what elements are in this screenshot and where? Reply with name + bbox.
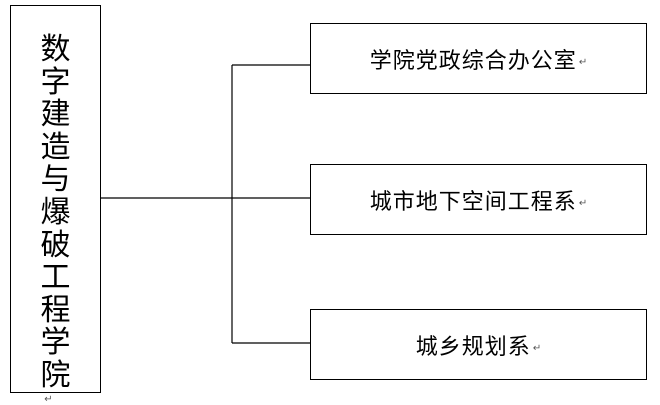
child-node-office: 学院党政综合办公室↵ [310,23,647,94]
root-node-char: 程 [40,292,71,328]
child-node-label: 学院党政综合办公室 [369,48,577,74]
root-node-char: 工 [40,260,71,296]
paragraph-mark: ↵ [44,393,53,405]
root-node-char: 造 [40,129,71,165]
root-node-box: 数 字 建 造 与 爆 破 工 程 学 院 ↵ [10,5,101,404]
root-node-char: 数 [40,32,71,67]
child-node-label: 城市地下空间工程系 [369,189,577,215]
paragraph-mark: ↵ [578,57,588,68]
root-node-char: 爆 [40,194,71,230]
root-node-char: 字 [40,64,71,100]
root-node-char: 破 [40,227,71,263]
child-node-underground: 城市地下空间工程系↵ [310,164,647,235]
paragraph-mark: ↵ [532,343,542,354]
paragraph-mark: ↵ [578,198,588,209]
root-node-char: 建 [40,97,71,133]
root-node-char: 学 [40,325,71,361]
root-node-char: 院 [40,357,71,393]
child-node-label: 城乡规划系 [415,334,531,360]
child-node-planning: 城乡规划系↵ [310,309,647,380]
root-node-char: 与 [40,162,71,198]
